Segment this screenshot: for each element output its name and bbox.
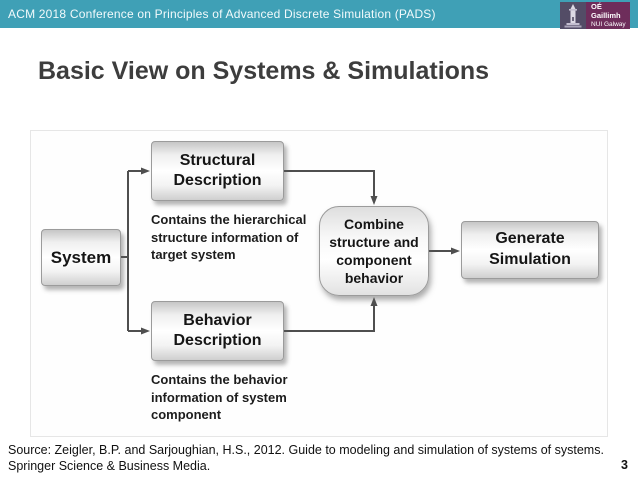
logo-org-irish: OÉ Gaillimh: [591, 2, 621, 21]
logo-wordmark: OÉ Gaillimh NUI Galway: [586, 2, 630, 29]
source-line-2: Springer Science & Business Media.: [8, 459, 211, 473]
diagram-connectors: [121, 167, 460, 335]
page-number: 3: [621, 458, 628, 472]
node-behavior-description: Behavior Description: [151, 301, 284, 361]
node-generate-simulation: Generate Simulation: [461, 221, 599, 279]
tower-icon: [560, 2, 586, 29]
conference-title: ACM 2018 Conference on Principles of Adv…: [8, 7, 436, 21]
node-structural-description: Structural Description: [151, 141, 284, 201]
structural-annotation: Contains the hierarchical structure info…: [151, 212, 307, 263]
diagram-figure: System Structural Description Contains t…: [30, 130, 608, 437]
source-citation: Source: Zeigler, B.P. and Sarjoughian, H…: [8, 442, 608, 474]
source-line-1: Source: Zeigler, B.P. and Sarjoughian, H…: [8, 443, 604, 457]
node-system: System: [41, 229, 121, 286]
slide-title: Basic View on Systems & Simulations: [38, 57, 490, 85]
node-combine-structure-behavior: Combine structure and component behavior: [319, 206, 429, 296]
header-bar: ACM 2018 Conference on Principles of Adv…: [0, 0, 638, 29]
behavior-annotation: Contains the behavior information of sys…: [151, 372, 288, 423]
nui-galway-logo: OÉ Gaillimh NUI Galway: [560, 2, 630, 29]
logo-org-english: NUI Galway: [591, 20, 626, 28]
